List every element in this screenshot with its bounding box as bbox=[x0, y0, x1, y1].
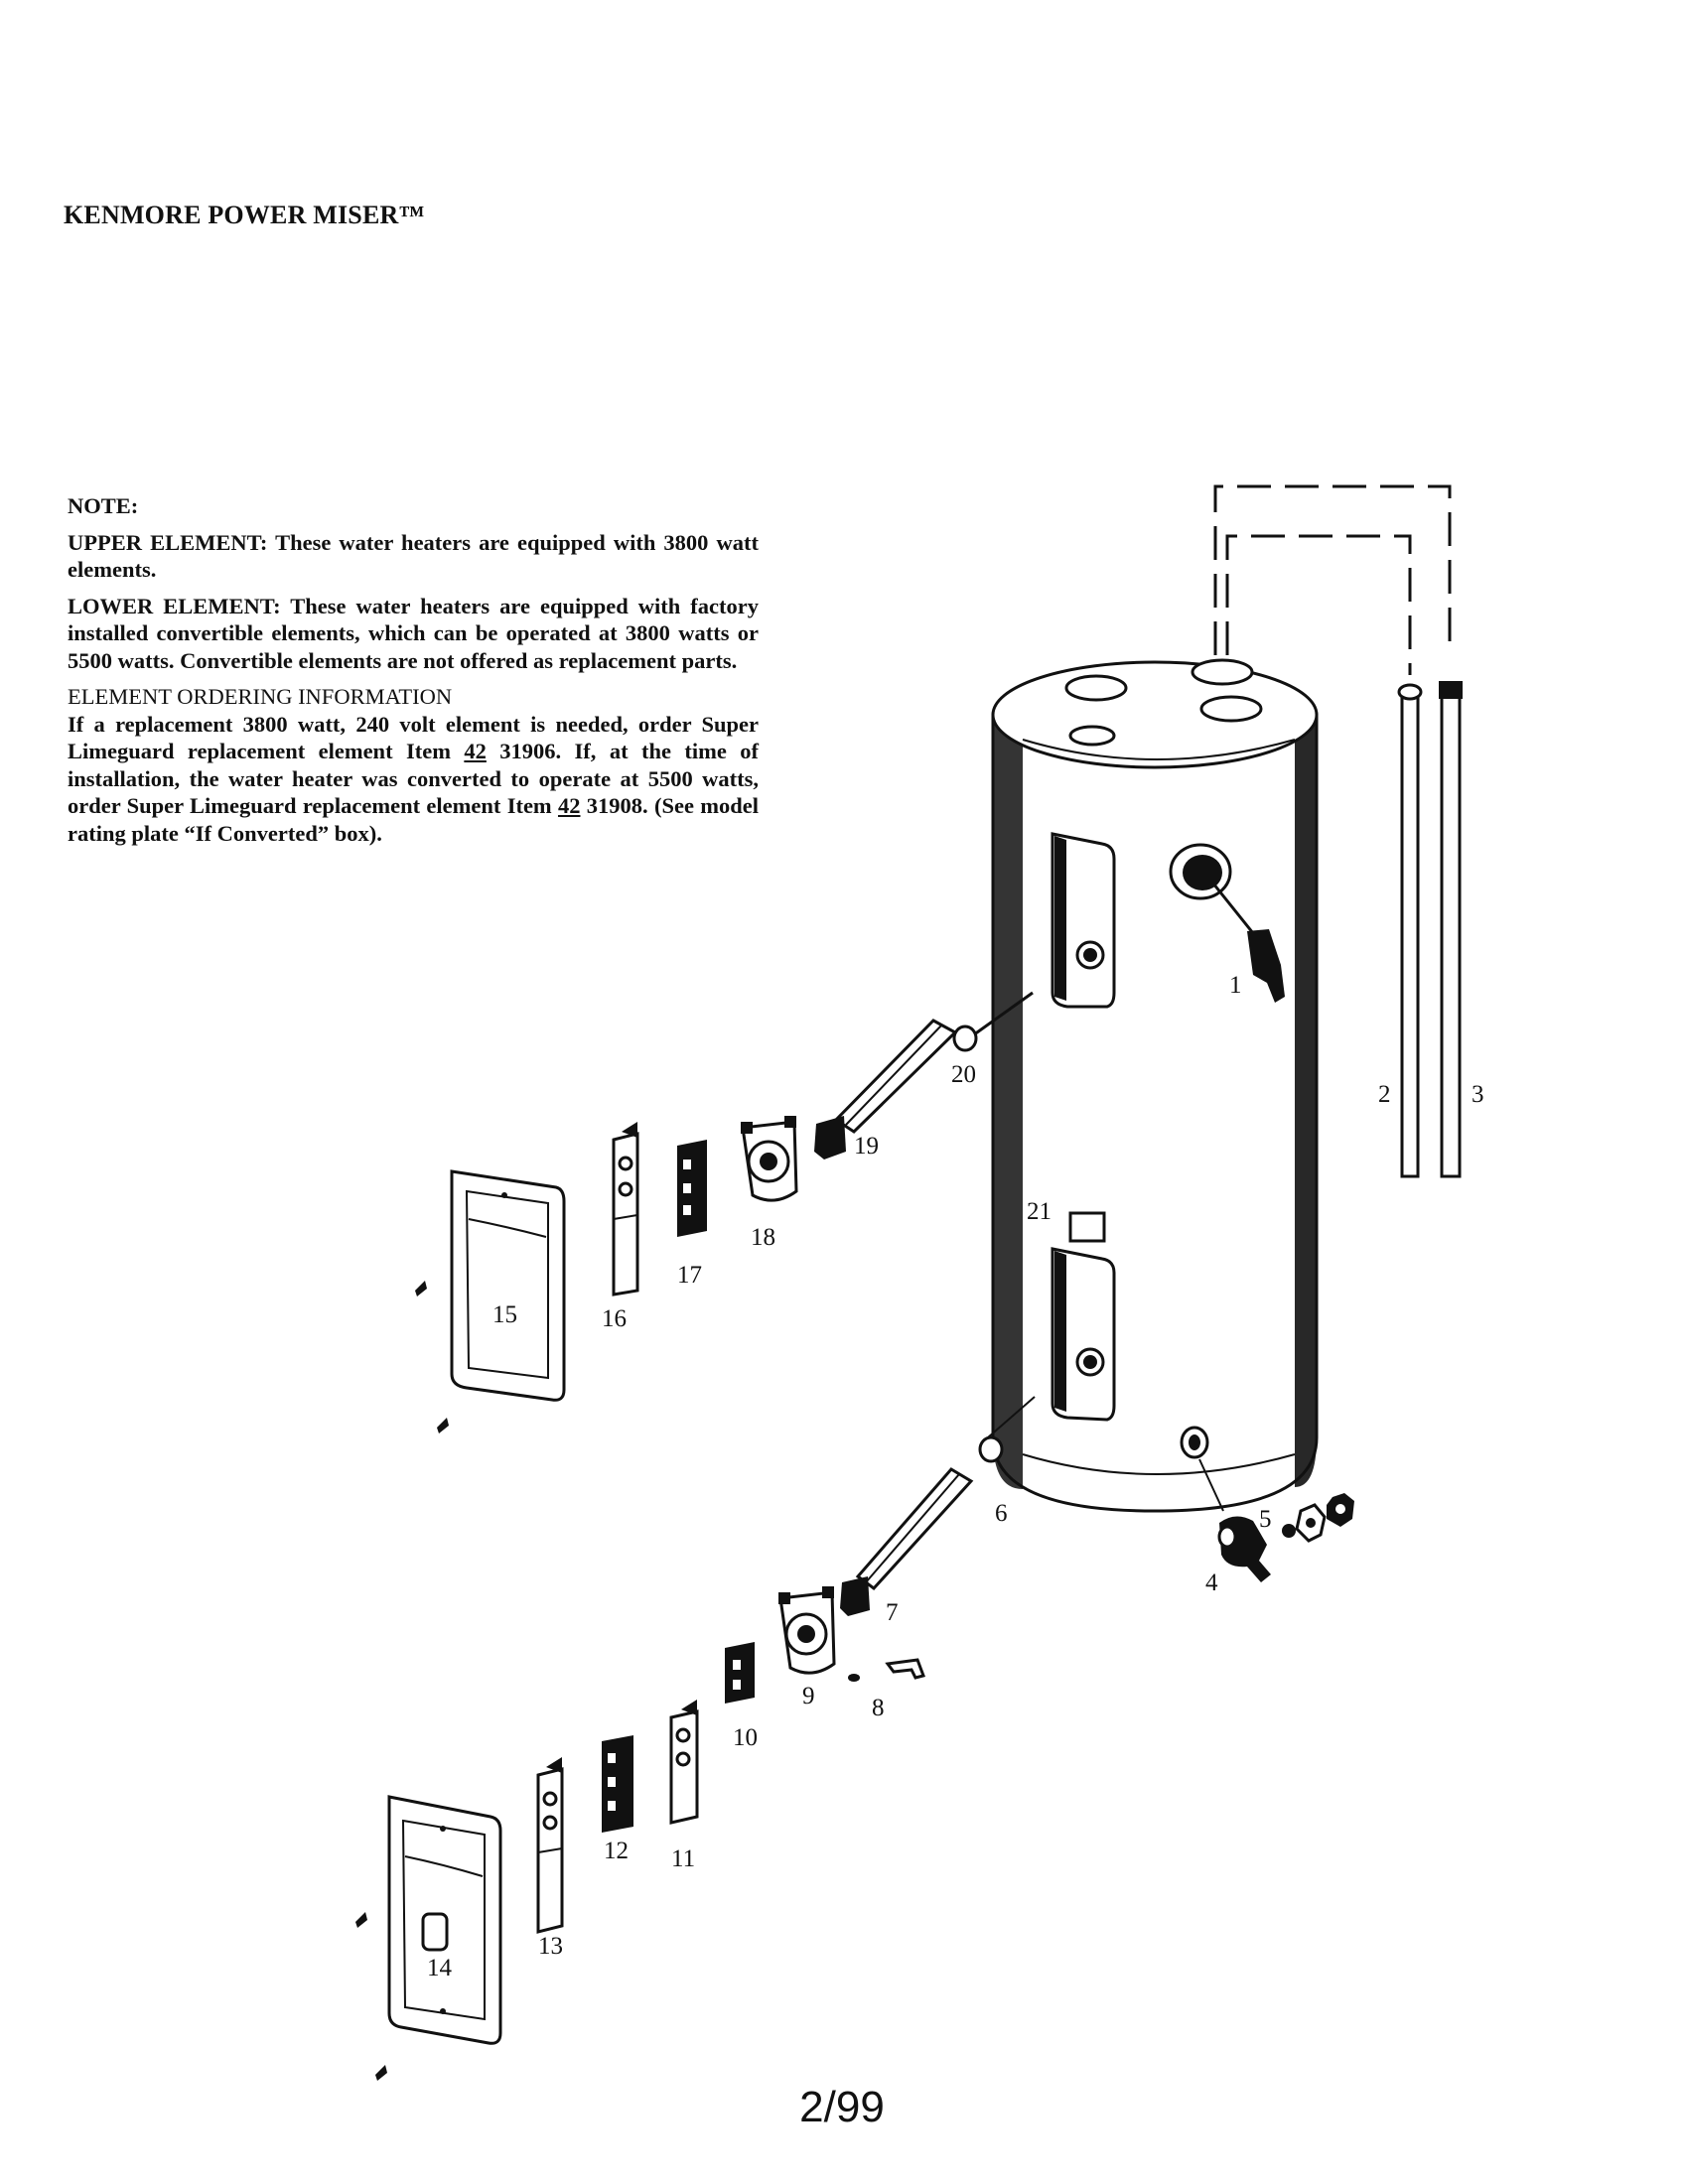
label-13: 13 bbox=[538, 1933, 563, 1960]
lower-element-label: LOWER ELEMENT: bbox=[68, 593, 281, 618]
label-7: 7 bbox=[886, 1599, 899, 1626]
upper-gasket bbox=[952, 1024, 978, 1052]
upper-access-cover bbox=[450, 1169, 566, 1402]
label-15: 15 bbox=[492, 1301, 517, 1328]
upper-element-text: These water heaters are equipped with 38… bbox=[68, 529, 759, 583]
label-3: 3 bbox=[1472, 1081, 1484, 1108]
lower-clip bbox=[848, 1658, 925, 1682]
label-12: 12 bbox=[604, 1838, 629, 1864]
label-17: 17 bbox=[677, 1262, 702, 1289]
rating-plate bbox=[1068, 1211, 1106, 1243]
drain-valve bbox=[1217, 1516, 1271, 1582]
label-4: 4 bbox=[1205, 1570, 1218, 1596]
lower-element-text: These water heaters are equipped with fa… bbox=[68, 593, 760, 673]
tp-valve bbox=[1211, 883, 1285, 1003]
ordering-text-a: If a replacement 3800 watt, 240 volt ele… bbox=[68, 711, 759, 764]
upper-element-label: UPPER ELEMENT: bbox=[68, 529, 268, 555]
page-title: KENMORE POWER MISER™ bbox=[64, 201, 425, 229]
label-6: 6 bbox=[995, 1500, 1008, 1527]
label-21: 21 bbox=[1027, 1198, 1052, 1225]
label-20: 20 bbox=[951, 1061, 976, 1088]
label-18: 18 bbox=[751, 1224, 775, 1251]
note-upper-element: UPPER ELEMENT: These water heaters are e… bbox=[68, 529, 759, 584]
label-14: 14 bbox=[427, 1955, 453, 1981]
lower-heating-element bbox=[840, 1467, 974, 1616]
label-8: 8 bbox=[872, 1695, 885, 1721]
lower-thermostat bbox=[725, 1642, 755, 1704]
item-prefix-2: 42 bbox=[557, 793, 581, 818]
label-16: 16 bbox=[602, 1305, 627, 1332]
label-9: 9 bbox=[802, 1683, 815, 1709]
note-lower-element: LOWER ELEMENT: These water heaters are e… bbox=[68, 593, 759, 675]
page-date-code: 2/99 bbox=[799, 2083, 885, 2131]
lower-access-cover bbox=[387, 1795, 502, 2045]
dashed-connection-outer bbox=[1213, 484, 1452, 655]
lower-insulation-strip bbox=[536, 1757, 564, 1934]
note-block: NOTE: UPPER ELEMENT: These water heaters… bbox=[68, 492, 759, 856]
item-prefix-1: 42 bbox=[464, 739, 487, 763]
lower-gasket bbox=[978, 1435, 1004, 1463]
anode-rod-with-plug bbox=[1439, 681, 1463, 1178]
note-heading: NOTE: bbox=[68, 493, 139, 518]
label-1: 1 bbox=[1229, 972, 1242, 999]
upper-thermostat-bracket bbox=[741, 1116, 798, 1202]
ordering-heading: ELEMENT ORDERING INFORMATION bbox=[68, 684, 453, 709]
dashed-connection-inner bbox=[1225, 534, 1412, 675]
note-ordering-info: ELEMENT ORDERING INFORMATION If a replac… bbox=[68, 683, 759, 847]
upper-insulation bbox=[612, 1122, 639, 1297]
lower-insulation bbox=[669, 1700, 699, 1825]
anode-rod bbox=[1397, 683, 1423, 1178]
upper-heating-element bbox=[814, 1019, 958, 1160]
upper-screw-top bbox=[415, 1281, 427, 1297]
lower-screw-bottom bbox=[375, 2065, 387, 2081]
label-11: 11 bbox=[671, 1845, 695, 1872]
label-10: 10 bbox=[733, 1724, 758, 1751]
ordering-text-c: 31908. (See model rating plate “If Conve… bbox=[68, 793, 759, 846]
label-19: 19 bbox=[854, 1133, 879, 1160]
water-heater-tank bbox=[991, 658, 1319, 1513]
drain-cap-and-washer bbox=[1282, 1493, 1354, 1543]
ordering-text-b: 31906. If, at the time of installation, … bbox=[68, 739, 759, 818]
label-2: 2 bbox=[1378, 1081, 1391, 1108]
lower-thermostat-bracket bbox=[778, 1586, 836, 1675]
upper-thermostat bbox=[677, 1140, 707, 1237]
lower-limit-switch bbox=[602, 1735, 633, 1833]
lower-screw-top bbox=[355, 1912, 367, 1928]
upper-screw-bottom bbox=[437, 1418, 449, 1433]
label-5: 5 bbox=[1259, 1506, 1272, 1533]
